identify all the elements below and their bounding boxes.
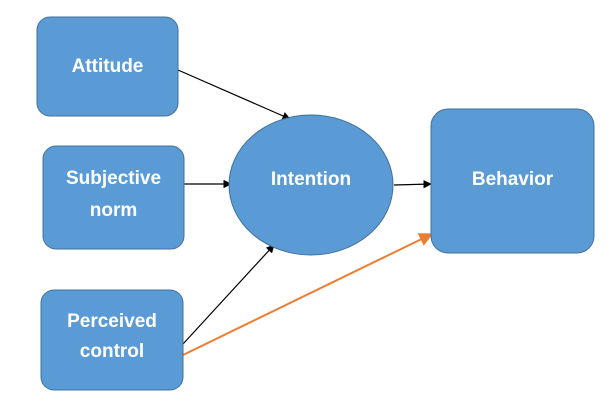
arrow-perceived-control-to-behavior — [182, 233, 434, 356]
node-intention-label: Intention — [271, 169, 351, 190]
node-perceived-control: Perceived control — [40, 289, 184, 391]
arrow-attitude-to-intention — [177, 69, 291, 120]
node-subjective-norm: Subjective norm — [42, 145, 185, 250]
node-perceived-control-label-line1: Perceived — [67, 311, 157, 332]
node-perceived-control-label-line2: control — [80, 341, 144, 362]
node-behavior: Behavior — [430, 108, 595, 254]
arrow-intention-to-behavior — [393, 180, 432, 189]
node-subjective-norm-label-line2: norm — [90, 200, 138, 221]
node-behavior-label: Behavior — [472, 169, 554, 190]
node-attitude: Attitude — [36, 16, 179, 117]
arrow-perceived-control-to-intention — [182, 244, 275, 345]
node-intention: Intention — [228, 114, 394, 256]
node-attitude-label: Attitude — [72, 56, 144, 77]
node-subjective-norm-label-line1: Subjective — [66, 168, 161, 189]
